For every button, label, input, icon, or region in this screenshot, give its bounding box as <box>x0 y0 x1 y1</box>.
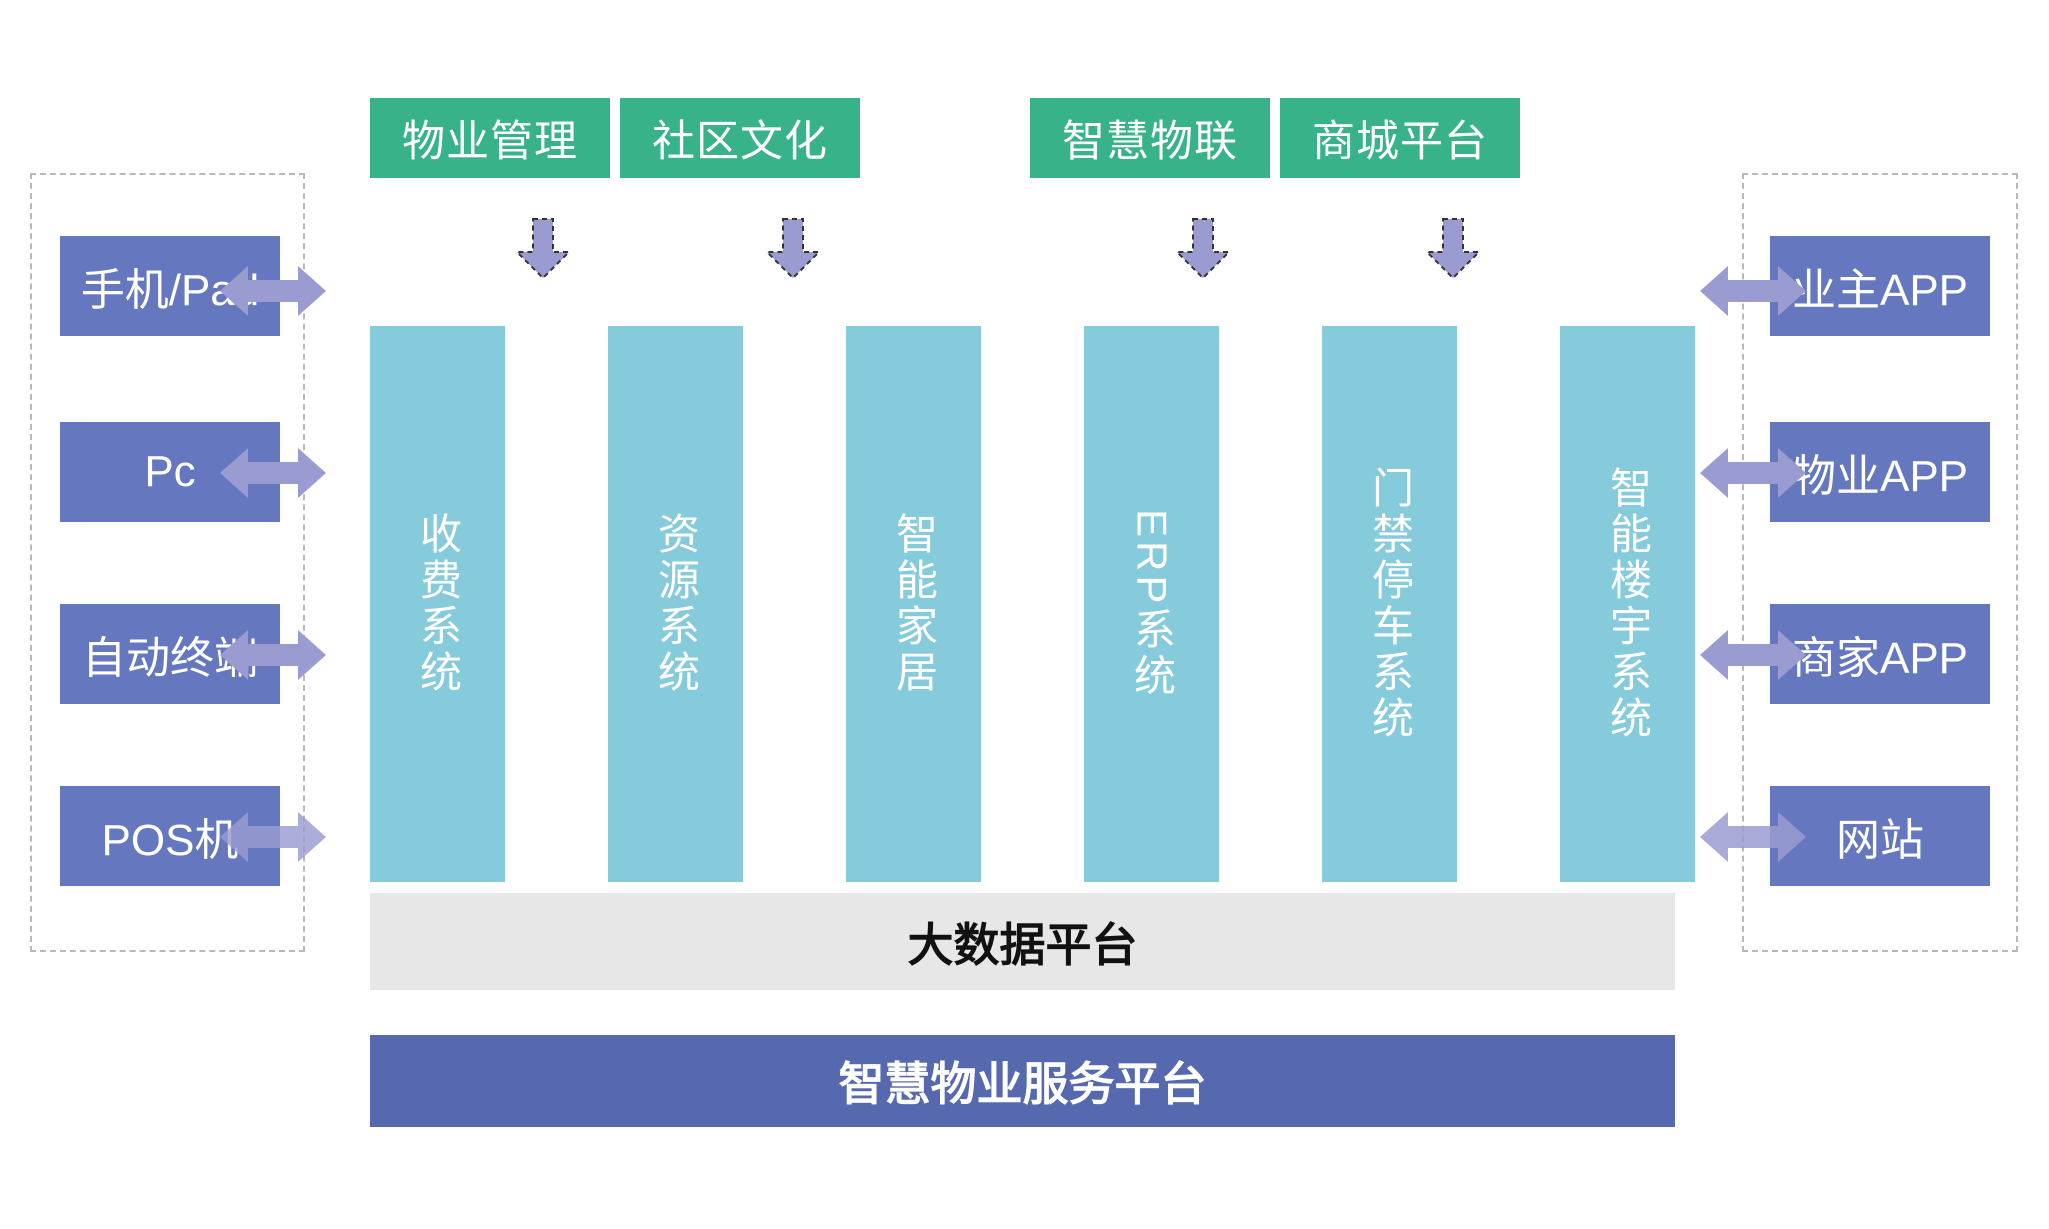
channel-box-property-management[interactable]: 物业管理 <box>370 98 610 178</box>
channel-box-community-culture[interactable]: 社区文化 <box>620 98 860 178</box>
bidir-arrow-pc <box>218 444 328 502</box>
big-data-platform-bar[interactable]: 大数据平台 <box>370 893 1675 990</box>
channel-label: 社区文化 <box>652 118 828 166</box>
channel-box-smart-iot[interactable]: 智慧物联 <box>1030 98 1270 178</box>
smart-property-service-platform-bar[interactable]: 智慧物业服务平台 <box>370 1035 1675 1127</box>
client-box-website[interactable]: 网站 <box>1770 786 1990 886</box>
bidir-arrow-merchant-app <box>1698 626 1808 684</box>
down-arrow-mall-platform <box>1424 218 1482 280</box>
system-pillar-resource[interactable]: 资源系统 <box>608 326 743 882</box>
client-box-property-app[interactable]: 物业APP <box>1770 422 1990 522</box>
system-label: ERP系统 <box>1128 508 1176 700</box>
system-label: 资源系统 <box>652 512 700 696</box>
device-label: POS机 <box>101 816 239 865</box>
terminal-devices-group <box>30 173 305 952</box>
client-box-merchant-app[interactable]: 商家APP <box>1770 604 1990 704</box>
bidir-arrow-auto-terminal <box>218 626 328 684</box>
system-pillar-access-parking[interactable]: 门禁停车系统 <box>1322 326 1457 882</box>
client-label: 物业APP <box>1791 452 1969 501</box>
bidir-arrow-property-app <box>1698 444 1808 502</box>
down-arrow-smart-iot <box>1174 218 1232 280</box>
bidir-arrow-phone-pad <box>218 262 328 320</box>
down-arrow-property-management <box>514 218 572 280</box>
channel-box-mall-platform[interactable]: 商城平台 <box>1280 98 1520 178</box>
device-label: Pc <box>144 447 196 496</box>
channel-label: 物业管理 <box>402 118 578 166</box>
bidir-arrow-pos <box>218 808 328 866</box>
system-pillar-erp[interactable]: ERP系统 <box>1084 326 1219 882</box>
system-pillar-smart-home[interactable]: 智能家居 <box>846 326 981 882</box>
client-label: 业主APP <box>1791 266 1969 315</box>
down-arrow-community-culture <box>764 218 822 280</box>
system-pillar-charging[interactable]: 收费系统 <box>370 326 505 882</box>
system-label: 智能楼宇系统 <box>1604 466 1652 742</box>
client-box-owner-app[interactable]: 业主APP <box>1770 236 1990 336</box>
client-label: 商家APP <box>1791 634 1969 683</box>
system-label: 门禁停车系统 <box>1366 466 1414 742</box>
client-label: 网站 <box>1836 816 1924 865</box>
system-label: 收费系统 <box>414 512 462 696</box>
system-pillar-smart-building[interactable]: 智能楼宇系统 <box>1560 326 1695 882</box>
channel-label: 智慧物联 <box>1062 118 1238 166</box>
device-box-auto-terminal[interactable]: 自动终端 <box>60 604 280 704</box>
system-label: 智能家居 <box>890 512 938 696</box>
big-data-platform-label: 大数据平台 <box>907 918 1138 971</box>
bidir-arrow-website <box>1698 808 1808 866</box>
smart-property-service-platform-label: 智慧物业服务平台 <box>838 1058 1207 1110</box>
client-apps-group <box>1742 173 2018 952</box>
channel-label: 商城平台 <box>1312 118 1488 166</box>
bidir-arrow-owner-app <box>1698 262 1808 320</box>
